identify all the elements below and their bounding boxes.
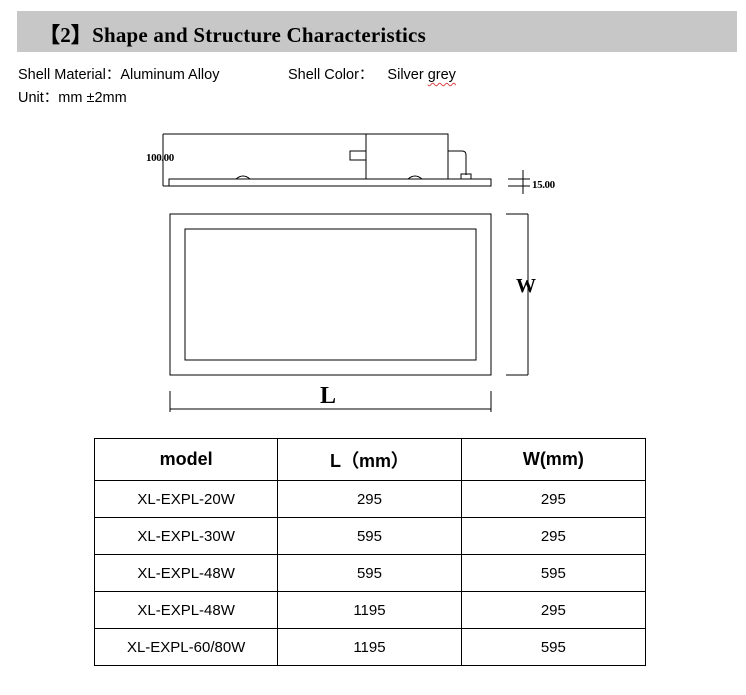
cell-width: 295 (460, 517, 647, 555)
shell-color-spec: Shell Color： Silver grey (288, 63, 456, 84)
shell-material-spec: Shell Material：Aluminum Alloy (18, 63, 219, 84)
cell-length: 595 (277, 554, 462, 592)
table-header-row: model L（mm） W(mm) (93, 438, 647, 481)
cell-model: XL-EXPL-48W (93, 554, 279, 592)
unit-label: Unit： (18, 90, 59, 106)
cell-length: 595 (277, 517, 462, 555)
shell-material-value: Aluminum Alloy (120, 67, 220, 83)
cell-width: 295 (460, 480, 647, 518)
table-row: XL-EXPL-48W 1195 295 (93, 591, 647, 629)
shell-color-value: Silver (387, 67, 428, 83)
cell-length: 1195 (277, 628, 462, 666)
cell-model: XL-EXPL-20W (93, 480, 279, 518)
cell-model: XL-EXPL-48W (93, 591, 279, 629)
unit-value: mm ±2mm (58, 90, 127, 106)
header-width: W(mm) (460, 438, 647, 481)
mount-bump-right (407, 175, 423, 180)
cell-model: XL-EXPL-60/80W (93, 628, 279, 666)
width-label: W (516, 275, 536, 297)
cell-width: 295 (460, 591, 647, 629)
driver-connector-left (349, 150, 367, 161)
side-view (162, 133, 530, 194)
unit-spec: Unit：mm ±2mm (18, 86, 127, 107)
cell-length: 295 (277, 480, 462, 518)
cell-width: 595 (460, 628, 647, 666)
thickness-dimension-text: 15.00 (532, 179, 556, 191)
shell-material-label: Shell Material： (18, 67, 121, 83)
cell-model: XL-EXPL-30W (93, 517, 279, 555)
header-model: model (93, 438, 279, 481)
length-label: L (320, 383, 336, 409)
panel-inner-frame (184, 228, 477, 361)
mount-bump-left (235, 175, 251, 180)
driver-cable (448, 150, 467, 175)
panel-side-profile (168, 178, 492, 187)
section-title: 【2】Shape and Structure Characteristics (39, 23, 426, 47)
shell-color-value-marked: grey (427, 67, 456, 83)
dimension-table: model L（mm） W(mm) XL-EXPL-20W 295 295 XL… (93, 438, 647, 666)
cell-width: 595 (460, 554, 647, 592)
driver-box (365, 133, 449, 180)
front-view (169, 213, 529, 412)
technical-drawing: 100.00 15.00 W L (146, 133, 556, 412)
table-row: XL-EXPL-20W 295 295 (93, 480, 647, 518)
height-dimension-text: 100.00 (146, 152, 175, 164)
driver-cable-clip (460, 173, 472, 180)
panel-outer-frame (169, 213, 492, 376)
shell-color-label: Shell Color： (288, 67, 374, 83)
header-length: L（mm） (277, 438, 462, 481)
table-row: XL-EXPL-60/80W 1195 595 (93, 628, 647, 666)
section-header: 【2】Shape and Structure Characteristics (17, 11, 737, 52)
table-row: XL-EXPL-48W 595 595 (93, 554, 647, 592)
table-row: XL-EXPL-30W 595 295 (93, 517, 647, 555)
cell-length: 1195 (277, 591, 462, 629)
